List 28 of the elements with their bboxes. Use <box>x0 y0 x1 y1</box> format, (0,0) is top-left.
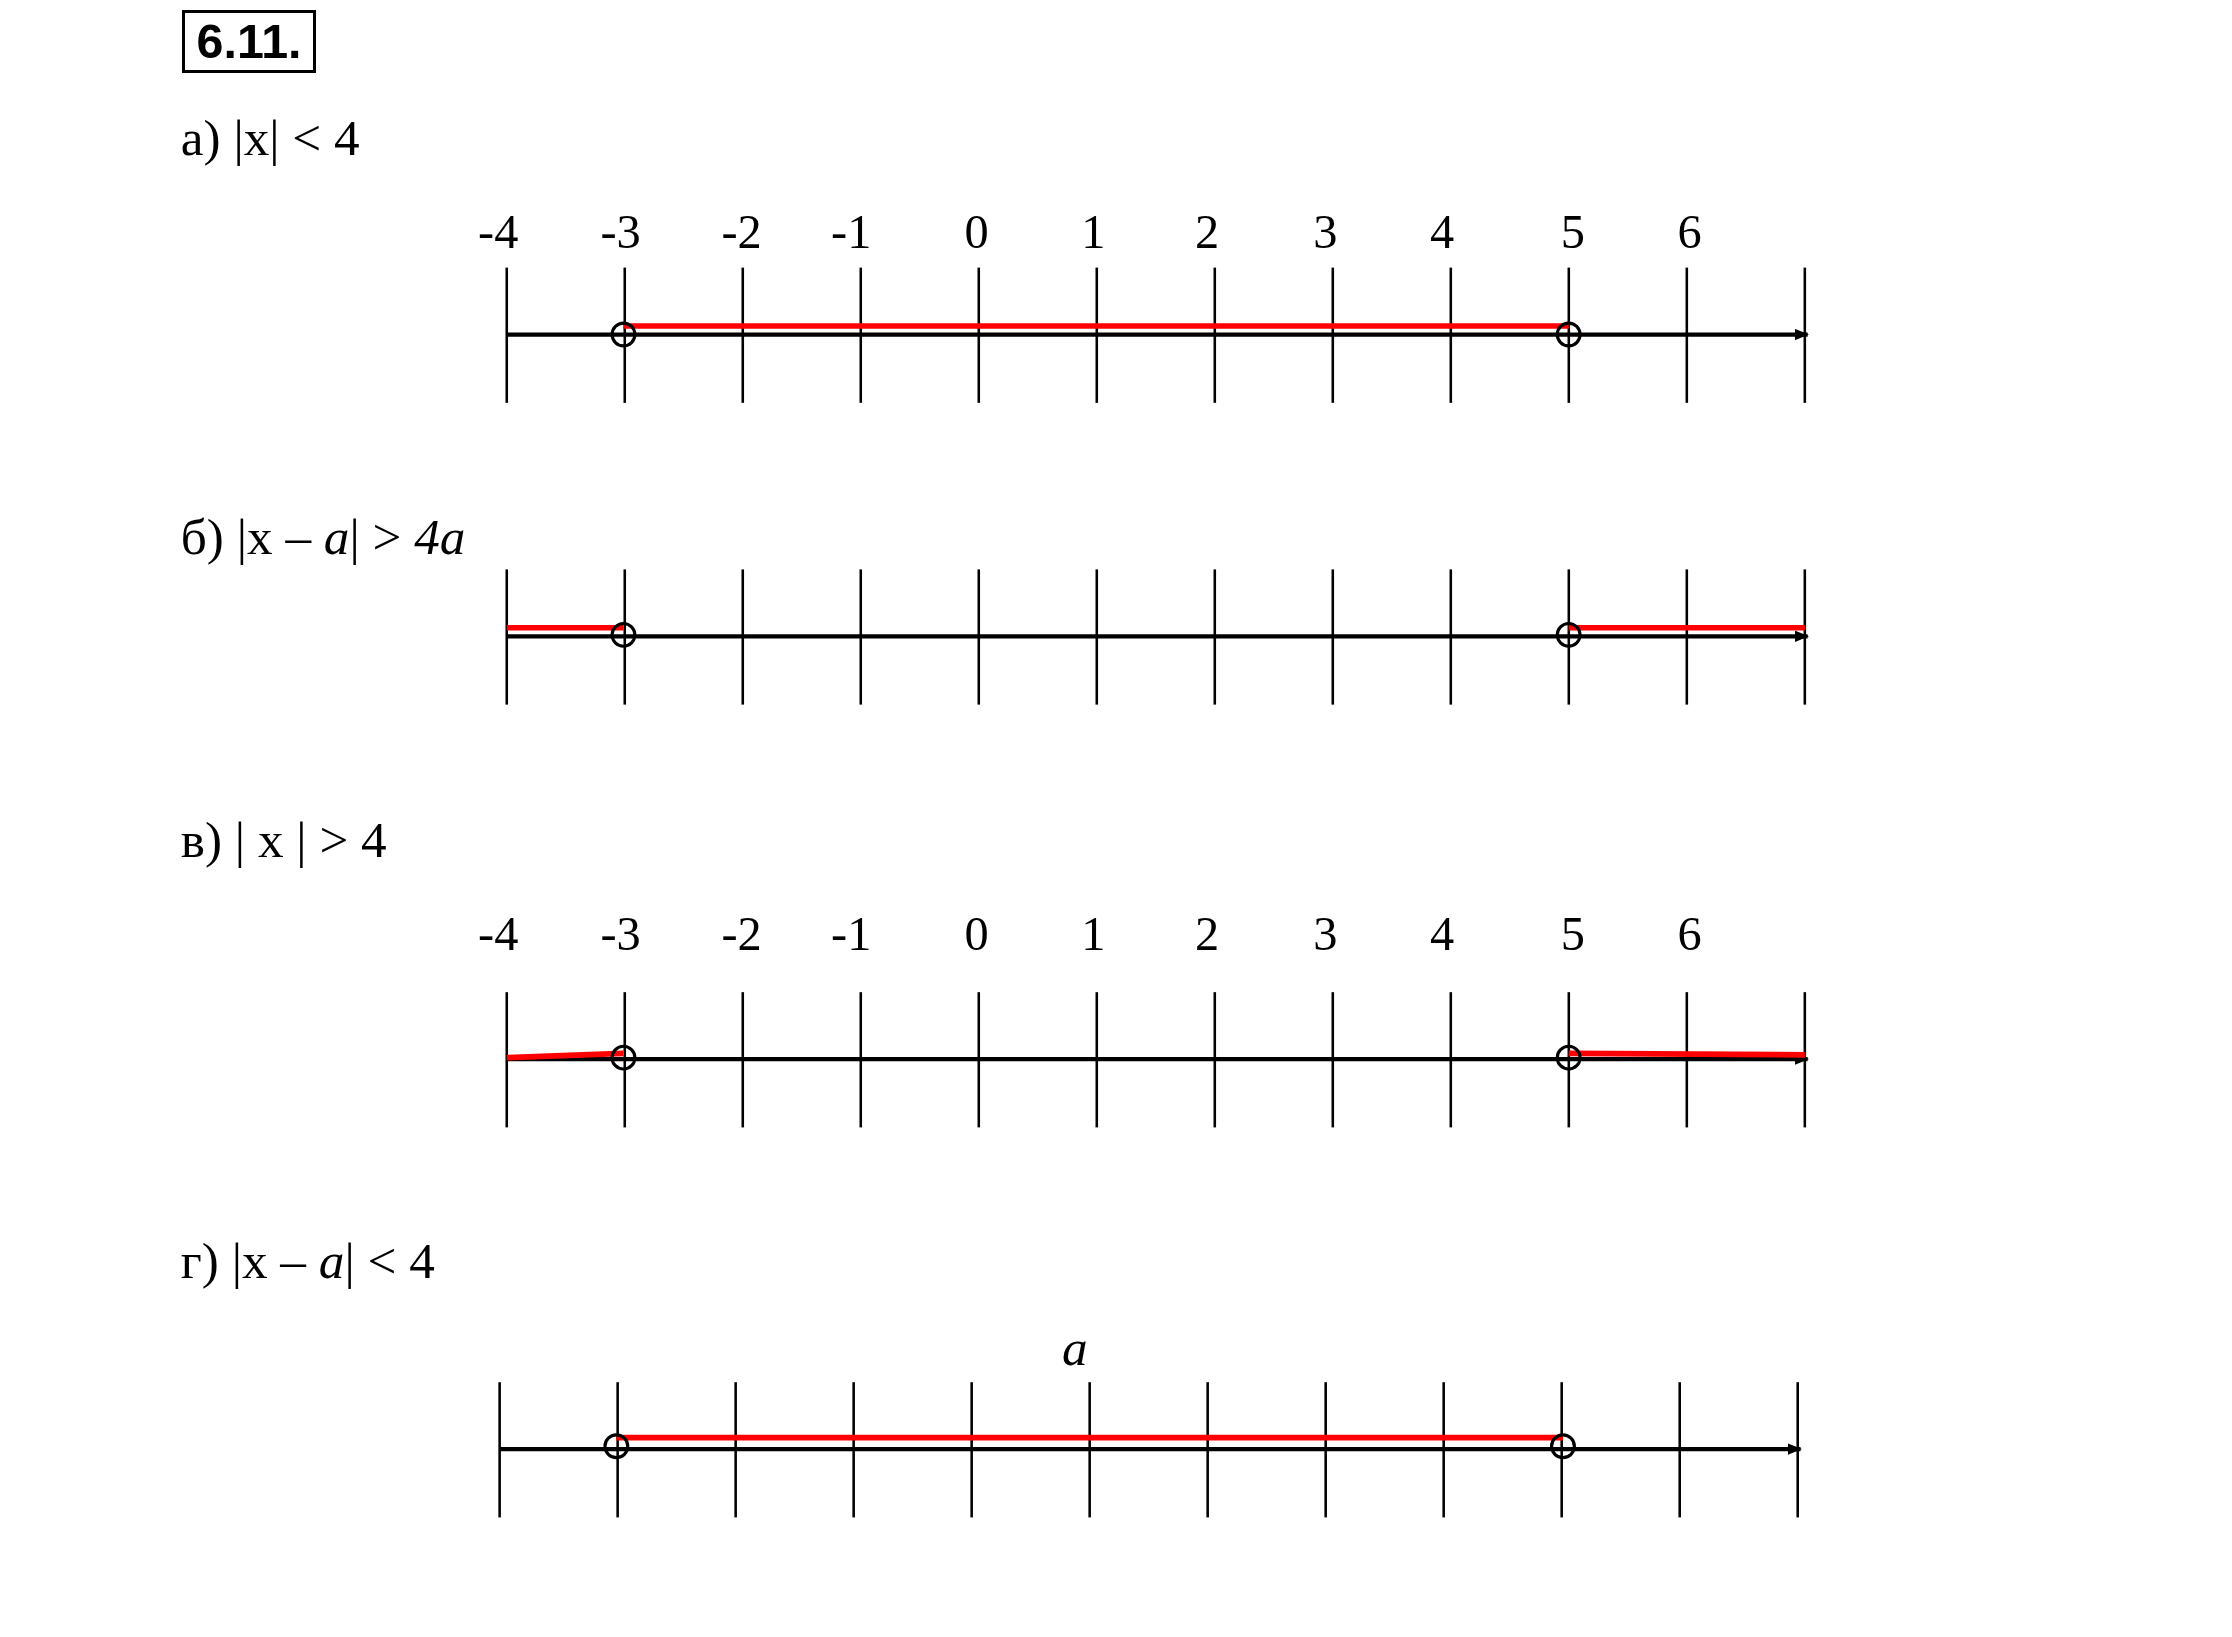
tick-label: -4 <box>478 909 519 958</box>
tick-label: 4 <box>1429 207 1455 257</box>
tick-label: -3 <box>600 909 641 958</box>
tick-label: 1 <box>1081 909 1106 958</box>
tick-label: -2 <box>721 207 762 257</box>
tick-label: 3 <box>1313 909 1338 958</box>
tick-label: 2 <box>1195 909 1220 958</box>
variable-label: a <box>1061 1322 1088 1374</box>
exercise-number: 6.11. <box>182 9 316 73</box>
inequality-label: в) | x | > 4 <box>180 814 387 866</box>
inequality-label: б) |x – a| > 4a <box>180 511 466 563</box>
tick-label: 2 <box>1195 207 1220 257</box>
tick-label: -1 <box>831 909 872 958</box>
tick-label: 0 <box>964 909 989 958</box>
tick-label: 1 <box>1081 207 1106 257</box>
tick-label: 0 <box>964 207 989 257</box>
inequality-label: а) |x| < 4 <box>180 112 360 164</box>
tick-label: 3 <box>1313 207 1338 257</box>
tick-label: 4 <box>1429 909 1455 958</box>
inequality-label: г) |x – a| < 4 <box>180 1235 435 1287</box>
tick-label: -3 <box>600 207 641 257</box>
tick-label: -1 <box>831 207 872 257</box>
tick-label: -4 <box>478 207 519 257</box>
tick-label: 5 <box>1560 207 1585 257</box>
tick-label: 6 <box>1677 207 1702 257</box>
tick-label: 5 <box>1560 909 1585 958</box>
tick-label: 6 <box>1677 909 1702 958</box>
tick-label: -2 <box>721 909 762 958</box>
